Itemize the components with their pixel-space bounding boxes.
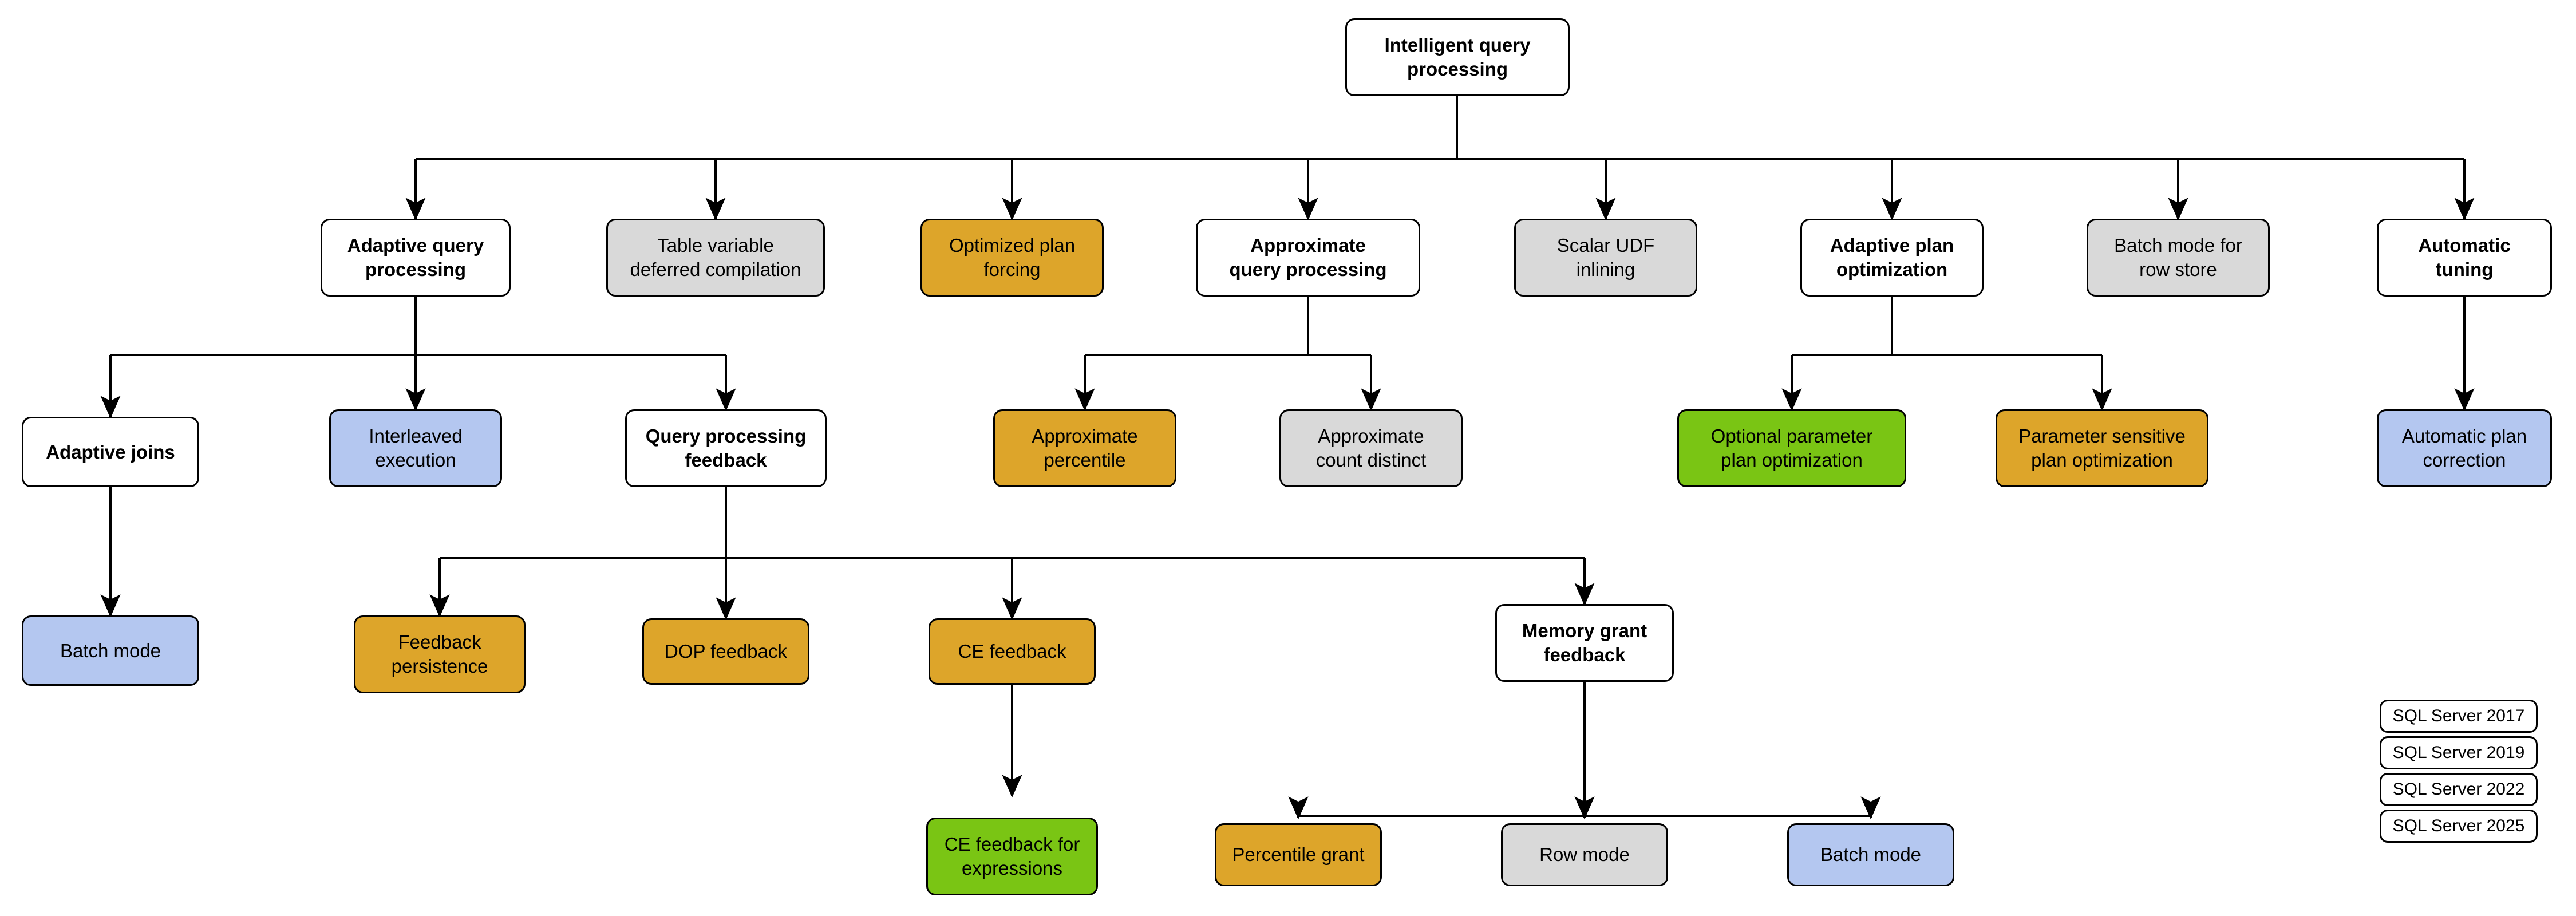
node-ce-feedback-for-expressions[interactable]: CE feedback for expressions	[926, 818, 1098, 895]
node-row-mode[interactable]: Row mode	[1501, 823, 1668, 886]
legend-item-sql-server-2019[interactable]: SQL Server 2019	[2380, 736, 2538, 769]
node-query-processing-feedback[interactable]: Query processing feedback	[625, 409, 827, 487]
node-parameter-sensitive-plan-optimization[interactable]: Parameter sensitive plan optimization	[1996, 409, 2208, 487]
node-adaptive-query-processing[interactable]: Adaptive query processing	[321, 219, 511, 297]
node-batch-mode-for-row-store[interactable]: Batch mode for row store	[2087, 219, 2270, 297]
node-approximate-query-processing[interactable]: Approximate query processing	[1196, 219, 1420, 297]
node-optimized-plan-forcing[interactable]: Optimized plan forcing	[920, 219, 1104, 297]
node-intelligent-query-processing[interactable]: Intelligent query processing	[1345, 18, 1570, 96]
node-optional-parameter-plan-optimization[interactable]: Optional parameter plan optimization	[1677, 409, 1906, 487]
node-approximate-percentile[interactable]: Approximate percentile	[993, 409, 1176, 487]
node-table-variable-deferred-compilation[interactable]: Table variable deferred compilation	[606, 219, 825, 297]
node-batch-mode-memory-grant[interactable]: Batch mode	[1787, 823, 1954, 886]
legend-item-sql-server-2017[interactable]: SQL Server 2017	[2380, 700, 2538, 733]
node-memory-grant-feedback[interactable]: Memory grant feedback	[1495, 604, 1674, 682]
sql-server-version-legend: SQL Server 2017 SQL Server 2019 SQL Serv…	[2380, 700, 2538, 871]
node-feedback-persistence[interactable]: Feedback persistence	[354, 615, 526, 693]
node-percentile-grant[interactable]: Percentile grant	[1215, 823, 1382, 886]
node-approximate-count-distinct[interactable]: Approximate count distinct	[1279, 409, 1463, 487]
node-automatic-plan-correction[interactable]: Automatic plan correction	[2377, 409, 2552, 487]
node-adaptive-plan-optimization[interactable]: Adaptive plan optimization	[1800, 219, 1984, 297]
legend-item-sql-server-2022[interactable]: SQL Server 2022	[2380, 773, 2538, 806]
node-automatic-tuning[interactable]: Automatic tuning	[2377, 219, 2552, 297]
node-adaptive-joins[interactable]: Adaptive joins	[22, 417, 199, 487]
node-scalar-udf-inlining[interactable]: Scalar UDF inlining	[1514, 219, 1697, 297]
node-ce-feedback[interactable]: CE feedback	[929, 618, 1096, 685]
node-interleaved-execution[interactable]: Interleaved execution	[329, 409, 502, 487]
node-dop-feedback[interactable]: DOP feedback	[642, 618, 809, 685]
legend-item-sql-server-2025[interactable]: SQL Server 2025	[2380, 810, 2538, 843]
node-batch-mode-adaptive-joins[interactable]: Batch mode	[22, 615, 199, 686]
